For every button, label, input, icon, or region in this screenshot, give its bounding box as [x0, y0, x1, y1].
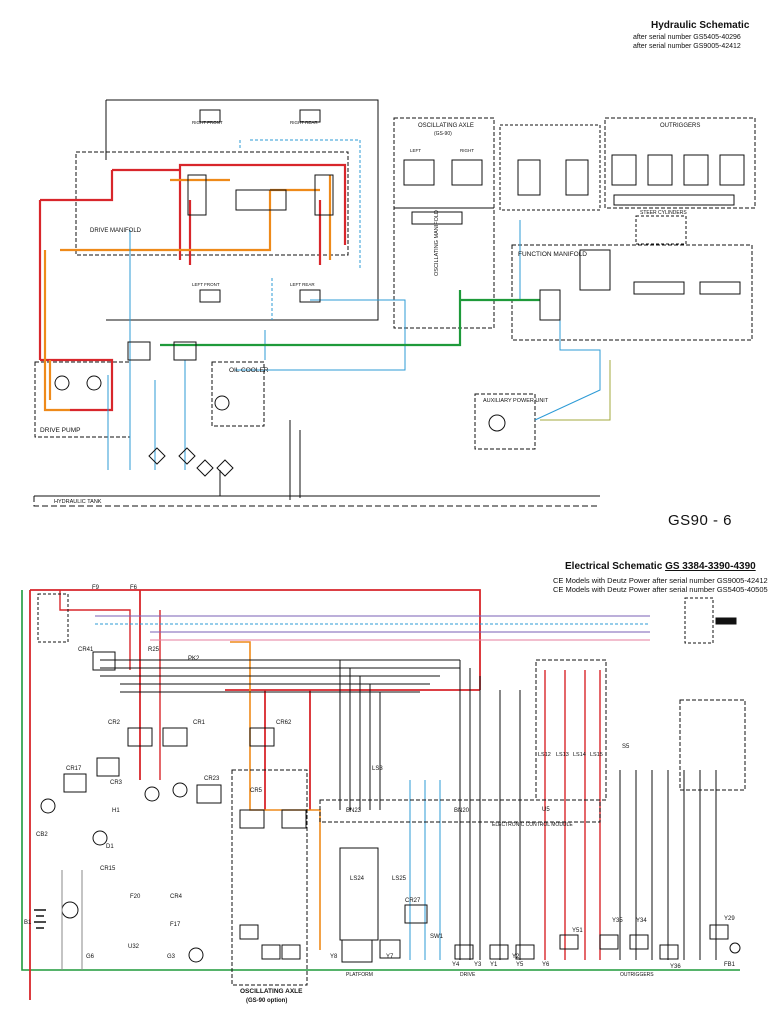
- hydraulic-diagram: DRIVE MANIFOLD DRIVE PUMP OIL COOLER HYD…: [33, 99, 756, 507]
- left-front-label: LEFT FRONT: [192, 282, 220, 287]
- y7-label: Y7: [386, 954, 394, 960]
- drive-manifold-box: [75, 151, 349, 256]
- oscillating-axle-label: OSCILLATING AXLE: [418, 123, 474, 129]
- cr62-label: CR62: [276, 720, 292, 726]
- y8-label: Y8: [330, 954, 338, 960]
- cr17-label: CR17: [66, 766, 82, 772]
- outriggers-elec-label: OUTRIGGERS: [620, 972, 654, 978]
- y2-label: Y2: [512, 954, 520, 960]
- cr2-label: CR2: [108, 720, 121, 726]
- cr15-label: CR15: [100, 866, 116, 872]
- hydraulic-title: Hydraulic Schematic: [651, 20, 750, 31]
- y1-label: Y1: [490, 962, 498, 968]
- bn23-label: BN23: [346, 808, 362, 814]
- u32-label: U32: [128, 944, 140, 950]
- drive-label: DRIVE: [460, 972, 476, 978]
- hydraulic-tank-label: HYDRAULIC TANK: [54, 499, 102, 505]
- sw1-label: SW1: [430, 934, 444, 940]
- h1-label: H1: [112, 808, 120, 814]
- aux-power-unit-box: [474, 393, 536, 450]
- ls12-label: LS12: [538, 752, 551, 758]
- left-rear-label: LEFT REAR: [290, 282, 315, 287]
- ls13-label: LS13: [556, 752, 569, 758]
- oscillating-axle-opt-box: [231, 769, 308, 986]
- ls14-label: LS14: [573, 752, 586, 758]
- d1-label: D1: [106, 844, 114, 850]
- hydraulic-serial-1: after serial number GS5405-40296: [633, 34, 741, 41]
- outriggers-box: [604, 117, 756, 209]
- f6-label: F6: [130, 585, 138, 591]
- model-label: GS90 - 6: [668, 512, 733, 529]
- steer-cylinders-box: [635, 215, 687, 245]
- cr23-label: CR23: [204, 776, 220, 782]
- function-manifold-label: FUNCTION MANIFOLD: [518, 251, 587, 258]
- ls24-label: LS24: [350, 876, 365, 882]
- y51-label: Y51: [572, 928, 583, 934]
- drive-pump-label: DRIVE PUMP: [40, 427, 80, 434]
- outriggers-label: OUTRIGGERS: [660, 123, 700, 129]
- cr3-label: CR3: [110, 780, 123, 786]
- y36-label: Y36: [670, 964, 681, 970]
- ecm-label: ELECTRONIC CONTROL MODULE: [492, 822, 573, 828]
- right-rear-label: RIGHT REAR: [290, 120, 318, 125]
- f17-label: F17: [170, 922, 181, 928]
- function-manifold-box: [511, 244, 753, 341]
- y29-label: Y29: [724, 916, 735, 922]
- r25-label: R25: [148, 647, 160, 653]
- y3-label: Y3: [474, 962, 482, 968]
- drive-manifold-label: DRIVE MANIFOLD: [90, 228, 142, 234]
- axle-left-label: LEFT: [410, 148, 421, 153]
- oscillating-manifold-label: OSCILLATING MANIFOLD: [434, 210, 440, 276]
- cb2-label: CB2: [36, 832, 48, 838]
- oil-cooler-box: [211, 361, 265, 427]
- bn20-label: BN20: [454, 808, 470, 814]
- electrical-diagram: F9 F6 CR41 R25 PK2 CR2 CR1 CR62 CR3 CR23…: [21, 585, 746, 1004]
- electrical-ce-line-2: CE Models with Deutz Power after serial …: [553, 585, 768, 594]
- electrical-ce-line-1: CE Models with Deutz Power after serial …: [553, 576, 768, 585]
- steer-cylinders-label: STEER CYLINDERS: [640, 210, 687, 216]
- g6-label: G6: [86, 954, 95, 960]
- oil-cooler-label: OIL COOLER: [229, 367, 269, 374]
- right-front-label: RIGHT FRONT: [192, 120, 223, 125]
- oscillating-axle-opt-note: (GS-90 option): [246, 998, 287, 1004]
- ls25-label: LS25: [392, 876, 407, 882]
- cr4-label: CR4: [170, 894, 183, 900]
- fb1-label: FB1: [724, 962, 736, 968]
- cr27-label: CR27: [405, 898, 421, 904]
- platform-label: PLATFORM: [346, 972, 373, 978]
- oscillating-manifold-box: [393, 207, 495, 329]
- y34-label: Y34: [636, 918, 647, 924]
- axle-right-label: RIGHT: [460, 148, 474, 153]
- cr41-label: CR41: [78, 647, 94, 653]
- electrical-title-models: GS 3384-3390-4390: [665, 561, 756, 572]
- electrical-title-prefix: Electrical Schematic: [565, 561, 666, 572]
- y35-label: Y35: [612, 918, 623, 924]
- hydraulic-serial-2: after serial number GS9005-42412: [633, 43, 741, 50]
- b1-label: B1: [24, 920, 32, 926]
- cr5-label: CR5: [250, 788, 263, 794]
- cr1-label: CR1: [193, 720, 206, 726]
- ls3-label: LS3: [372, 766, 383, 772]
- y5-label: Y5: [516, 962, 524, 968]
- f9-label: F9: [92, 585, 100, 591]
- ecm-box: [319, 799, 601, 823]
- pk2-label: PK2: [188, 656, 200, 662]
- y6-label: Y6: [542, 962, 550, 968]
- f20-label: F20: [130, 894, 141, 900]
- oscillating-axle-opt-label: OSCILLATING AXLE: [240, 988, 303, 995]
- g3-label: G3: [167, 954, 176, 960]
- y4-label: Y4: [452, 962, 460, 968]
- s5-label: S5: [622, 744, 630, 750]
- u5-label: U5: [542, 807, 550, 813]
- ls15-label: LS15: [590, 752, 603, 758]
- electrical-title: Electrical Schematic GS 3384-3390-4390: [565, 561, 756, 572]
- oscillating-axle-note: (GS-90): [434, 131, 452, 137]
- aux-power-unit-label: AUXILIARY POWER UNIT: [483, 398, 549, 404]
